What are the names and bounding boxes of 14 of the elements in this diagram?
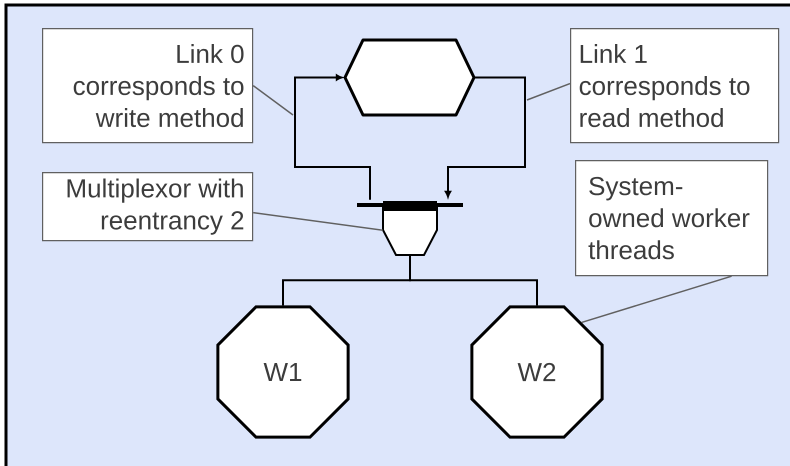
callout-box: System-owned worker threads bbox=[575, 160, 768, 276]
leader-line bbox=[581, 275, 732, 324]
connector bbox=[409, 255, 538, 306]
callout-box: Link 1 corresponds to read method bbox=[570, 28, 780, 144]
connector bbox=[294, 74, 371, 200]
worker-octagon: W2 bbox=[470, 305, 604, 439]
worker-octagon: W1 bbox=[216, 305, 350, 439]
callout-box: Multiplexor with reentrancy 2 bbox=[42, 172, 254, 242]
leader-line bbox=[526, 82, 570, 101]
leader-line bbox=[252, 85, 294, 116]
multiplexor bbox=[357, 201, 463, 256]
leader-line bbox=[253, 212, 383, 231]
connector bbox=[444, 76, 526, 198]
callout-box: Link 0 corresponds to write method bbox=[42, 28, 254, 144]
